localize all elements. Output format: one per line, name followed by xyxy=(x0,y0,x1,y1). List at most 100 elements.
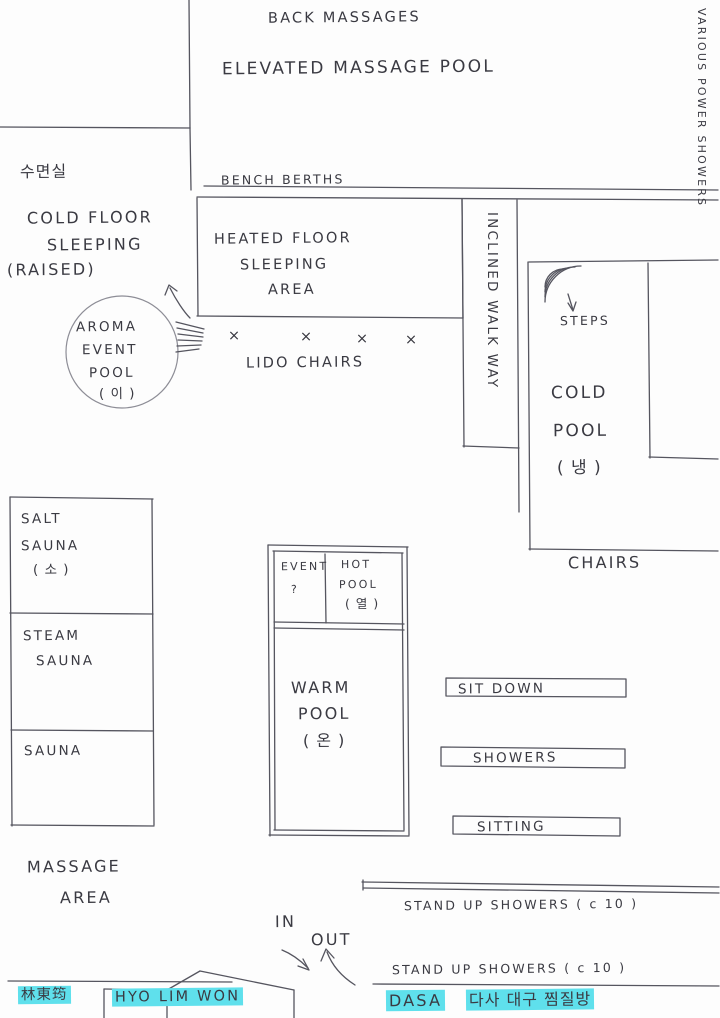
wall-middle-vertical xyxy=(189,127,192,191)
wall-heated-area-bottom xyxy=(196,315,464,319)
label-sauna: SAUNA xyxy=(23,742,83,760)
wall-centre-block-inner-bottom xyxy=(273,829,405,832)
wall-sauna-block-bottom xyxy=(10,824,155,827)
label-sit-down: SIT DOWN xyxy=(457,680,546,698)
steps-arrow xyxy=(567,293,574,311)
label-aroma-event-pool-line3: POOL xyxy=(88,364,135,382)
label-elevated-massage-pool: ELEVATED MASSAGE POOL xyxy=(221,56,496,80)
label-aroma-event-pool-line2: EVENT xyxy=(81,341,138,359)
label-name-hanja: 林東筠 xyxy=(17,985,71,1005)
lido-chair-mark: × xyxy=(355,330,371,348)
wall-upper-pools-bottom-1 xyxy=(273,621,405,625)
lido-chair-mark: × xyxy=(227,327,243,345)
label-sleeping-room-korean: 수면실 xyxy=(19,161,68,182)
wall-coldpool-bottom xyxy=(528,548,719,552)
label-hot-pool-korean: ( 열 ) xyxy=(344,595,380,612)
label-heated-area: AREA xyxy=(267,281,316,299)
in-arrow-head xyxy=(297,958,310,971)
name-roman-text: HYO LIM WON xyxy=(111,987,244,1007)
wall-upper-pools-bottom-2 xyxy=(273,627,405,631)
label-hot-pool-line2: POOL xyxy=(338,577,378,592)
label-warm-pool-korean: ( 온 ) xyxy=(302,730,346,751)
wall-walkway-right xyxy=(516,199,520,513)
label-showers: SHOWERS xyxy=(472,749,558,767)
wall-top-vertical-divider xyxy=(188,0,191,129)
wall-upper-left-horizontal xyxy=(0,126,191,129)
label-various-power-showers: VARIOUS POWER SHOWERS xyxy=(695,8,708,208)
label-venue-roman: DASA xyxy=(385,989,446,1012)
wall-centre-block-inner-top xyxy=(272,550,404,554)
wall-centre-block-outer-bottom xyxy=(268,834,410,837)
wall-walkway-bottom xyxy=(462,445,520,449)
rail-stand-up-showers-lower xyxy=(372,983,720,987)
lido-chair-mark: × xyxy=(299,328,315,346)
wall-sauna-divider-2 xyxy=(10,729,154,732)
label-cold-pool-korean: ( 냉 ) xyxy=(556,457,602,479)
aroma-arrow-curve xyxy=(169,287,191,319)
lido-chair-mark: × xyxy=(404,331,420,349)
name-box-top xyxy=(7,980,233,983)
label-heated-sleeping: SLEEPING xyxy=(239,256,329,274)
out-arrow-head xyxy=(320,948,335,962)
label-cold-floor-raised: (RAISED) xyxy=(6,259,96,280)
label-sitting: SITTING xyxy=(476,818,546,836)
venue-korean-text: 다사 대구 찜질방 xyxy=(465,988,595,1011)
label-steps: STEPS xyxy=(559,312,611,329)
wall-coldpool-top xyxy=(528,259,719,263)
label-cold-pool-line2: POOL xyxy=(552,420,609,442)
label-bench-berths: BENCH BERTHS xyxy=(220,171,345,188)
label-cold-floor-sleeping-line2: SLEEPING xyxy=(46,234,143,255)
label-steam-sauna-line2: SAUNA xyxy=(35,652,95,670)
label-name-roman: HYO LIM WON xyxy=(111,987,244,1007)
wall-sauna-block-top xyxy=(9,496,154,500)
wall-coldpool-left xyxy=(527,261,531,551)
label-lido-chairs: LIDO CHAIRS xyxy=(245,354,365,372)
venue-roman-text: DASA xyxy=(385,989,446,1012)
label-out: OUT xyxy=(310,929,352,950)
label-inclined-walk-way: INCLINED WALK WAY xyxy=(484,212,500,390)
wall-coldpool-inner-bottom xyxy=(648,456,719,460)
label-cold-pool-line1: COLD xyxy=(550,382,608,404)
in-arrow xyxy=(281,949,309,969)
label-heated-floor: HEATED FLOOR xyxy=(213,230,352,248)
wall-event-hotpool-divider xyxy=(324,553,327,624)
label-hot-pool-line1: HOT xyxy=(340,557,372,572)
label-aroma-event-pool-line1: AROMA xyxy=(75,318,138,336)
wall-bench-berths-lower xyxy=(196,196,719,201)
label-warm-pool-line2: POOL xyxy=(297,703,351,724)
entrance-gable-left xyxy=(166,970,201,991)
out-arrow xyxy=(326,951,356,986)
label-steam-sauna-line1: STEAM xyxy=(22,627,81,645)
aroma-hatch-5 xyxy=(176,344,202,347)
label-stand-up-showers-upper: STAND UP SHOWERS ( c 10 ) xyxy=(403,895,639,914)
wall-centre-block-inner-left xyxy=(273,550,276,831)
rail-stand-up-showers-upper2 xyxy=(362,887,720,894)
wall-centre-block-outer-left xyxy=(267,544,271,837)
label-salt-sauna-line1: SALT xyxy=(20,510,62,528)
aroma-hatch-3 xyxy=(177,333,204,338)
steps-arc-3 xyxy=(544,266,576,298)
label-salt-sauna-line2: SAUNA xyxy=(20,537,80,555)
rail-stand-up-showers-upper xyxy=(361,881,720,888)
label-stand-up-showers-lower: STAND UP SHOWERS ( c 10 ) xyxy=(391,959,627,978)
wall-sauna-block-left xyxy=(9,496,13,827)
label-chairs: CHAIRS xyxy=(567,552,642,573)
wall-heated-area-left xyxy=(196,197,199,317)
wall-bench-berths-upper xyxy=(203,185,719,191)
label-event-question: ? xyxy=(290,582,300,597)
strip-showers xyxy=(440,746,626,769)
wall-centre-block-outer-top xyxy=(267,544,409,548)
wall-coldpool-inner-left xyxy=(647,262,651,459)
wall-centre-block-inner-right xyxy=(401,552,405,831)
label-aroma-event-pool-korean: ( 이 ) xyxy=(98,385,136,403)
strip-sit-down xyxy=(445,677,627,698)
aroma-hatch-1 xyxy=(175,321,205,330)
label-salt-sauna-korean: ( 소 ) xyxy=(32,561,70,579)
label-massage-area-line2: AREA xyxy=(59,887,113,908)
strip-sitting xyxy=(452,815,621,837)
label-venue-korean: 다사 대구 찜질방 xyxy=(465,988,595,1011)
wall-walkway-left xyxy=(461,198,465,448)
aroma-hatch-6 xyxy=(175,348,200,353)
